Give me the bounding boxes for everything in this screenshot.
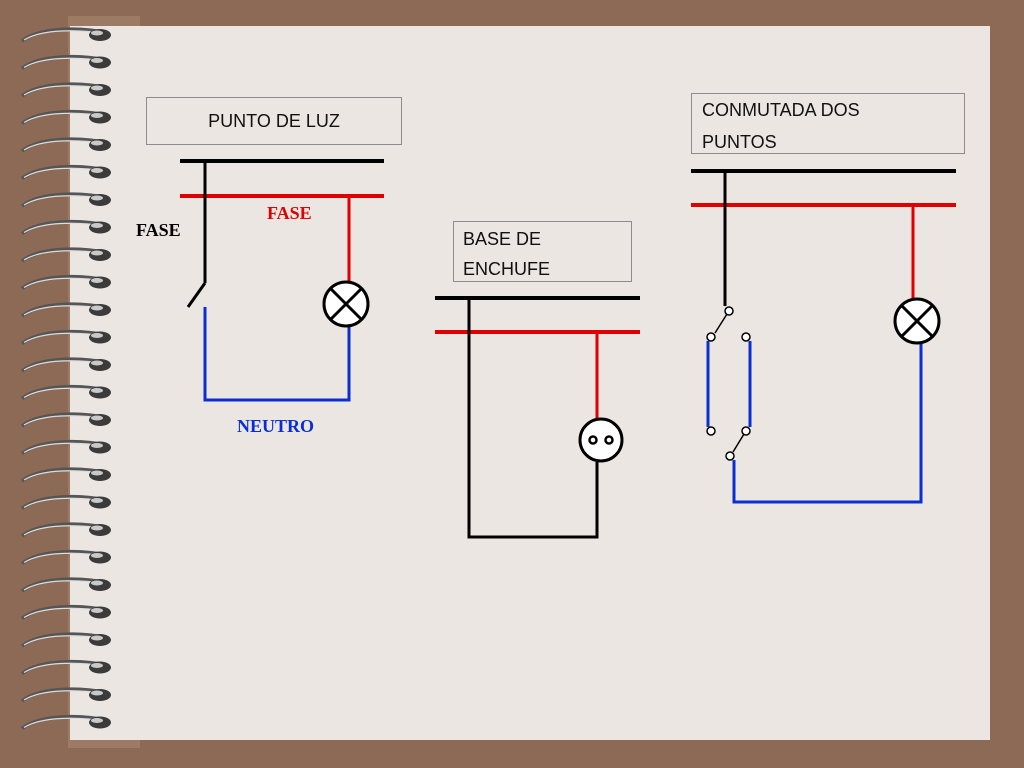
switch-icon (706, 426, 751, 461)
spiral-ring-icon (20, 687, 111, 703)
lamp-icon (893, 297, 941, 345)
base-de-enchufe-circuit (435, 296, 640, 539)
spiral-ring-icon (20, 494, 111, 510)
black-return-wire (467, 298, 599, 539)
spiral-ring-icon (20, 192, 111, 208)
spiral-ring-icon (20, 604, 111, 620)
neutral-wire (732, 344, 923, 504)
spiral-ring-icon (20, 27, 111, 43)
spiral-ring-icon (20, 247, 111, 263)
spiral-ring-icon (20, 522, 111, 538)
spiral-binding-icon (20, 27, 111, 730)
spiral-ring-icon (20, 137, 111, 153)
spiral-ring-icon (20, 467, 111, 483)
title-line: CONMUTADA DOS (702, 100, 860, 120)
spiral-ring-icon (20, 412, 111, 428)
title-line: ENCHUFE (463, 259, 551, 279)
conmutada-title: CONMUTADA DOS PUNTOS (691, 93, 965, 154)
title-line: PUNTOS (702, 132, 777, 152)
spiral-ring-icon (20, 164, 111, 180)
spiral-ring-icon (20, 54, 111, 70)
socket-icon (578, 417, 624, 463)
punto-de-luz-circuit (180, 159, 384, 402)
switch-icon (186, 282, 207, 308)
fase-red-label: FASE (267, 203, 312, 223)
base-de-enchufe-title: BASE DE ENCHUFE (453, 221, 632, 282)
title-line: BASE DE (463, 229, 542, 249)
lamp-icon (322, 280, 370, 328)
punto-de-luz-title: PUNTO DE LUZ (146, 97, 402, 145)
spiral-ring-icon (20, 549, 111, 565)
switch-icon (706, 306, 751, 342)
spiral-ring-icon (20, 357, 111, 373)
spiral-ring-icon (20, 632, 111, 648)
spiral-ring-icon (20, 577, 111, 593)
spiral-ring-icon (20, 659, 111, 675)
spiral-ring-icon (20, 302, 111, 318)
neutral-wire (203, 307, 351, 402)
title-text: PUNTO DE LUZ (208, 110, 340, 131)
spiral-ring-icon (20, 274, 111, 290)
spiral-ring-icon (20, 384, 111, 400)
spiral-ring-icon (20, 329, 111, 345)
spiral-ring-icon (20, 439, 111, 455)
spiral-ring-icon (20, 219, 111, 235)
spiral-ring-icon (20, 109, 111, 125)
fase-black-label: FASE (136, 220, 181, 240)
spiral-ring-icon (20, 82, 111, 98)
conmutada-circuit (691, 169, 956, 504)
neutro-label: NEUTRO (237, 416, 315, 436)
spiral-ring-icon (20, 714, 111, 730)
